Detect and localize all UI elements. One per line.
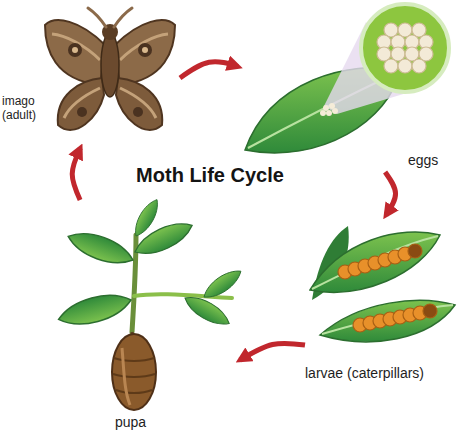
stage-box: pupa [45,200,240,436]
stage-box: imago (adult) [2,2,180,148]
pupa-shell [112,334,156,410]
leaf [310,232,440,292]
pupa-segment [113,358,155,393]
wing-band [52,34,168,118]
eye-spot [142,47,148,53]
leaf [320,300,455,341]
stage-box: larvae (caterpillars) [305,215,472,387]
eye-spot [68,43,82,57]
egg-leaf [245,4,449,153]
egg [323,105,329,111]
diagram-title: Moth Life Cycle [105,164,315,187]
moth-hindwing [58,78,104,130]
egg [329,103,335,109]
cycle-arrow [240,343,305,360]
leaf-vein [322,305,453,334]
stage-box: eggs [238,2,470,172]
moth-forewing [115,20,175,85]
moth-figure [45,8,175,130]
caterpillar-leaves [310,226,455,342]
pupa-plant [55,196,245,410]
eye-spot [138,43,152,57]
cycle-arrow [180,62,238,78]
title-box: Moth Life Cycle [105,164,315,187]
pupa-highlight [122,348,130,405]
eye-spot [77,107,87,117]
egg [320,110,326,116]
plant-stem [132,235,136,332]
leaf-vein [312,236,438,289]
stage-label: pupa [115,414,195,431]
magnifier-circle [361,4,449,92]
cycle-arrow [385,172,395,215]
moth-body [101,33,119,97]
caterpillar [338,244,422,279]
stage-label: imago (adult) [2,94,52,123]
cycle-arrow [72,148,80,200]
moth-hindwing [116,78,162,130]
moth-antenna [88,8,132,27]
eye-spot [72,47,78,53]
caterpillar [353,304,437,332]
stage-label: larvae (caterpillars) [305,365,470,382]
eye-spot [133,107,143,117]
plant-leaves [55,196,245,331]
egg [326,110,332,116]
moth-forewing [45,20,105,85]
egg-cluster [377,23,433,73]
stage-label: eggs [408,152,468,169]
egg [332,108,338,114]
